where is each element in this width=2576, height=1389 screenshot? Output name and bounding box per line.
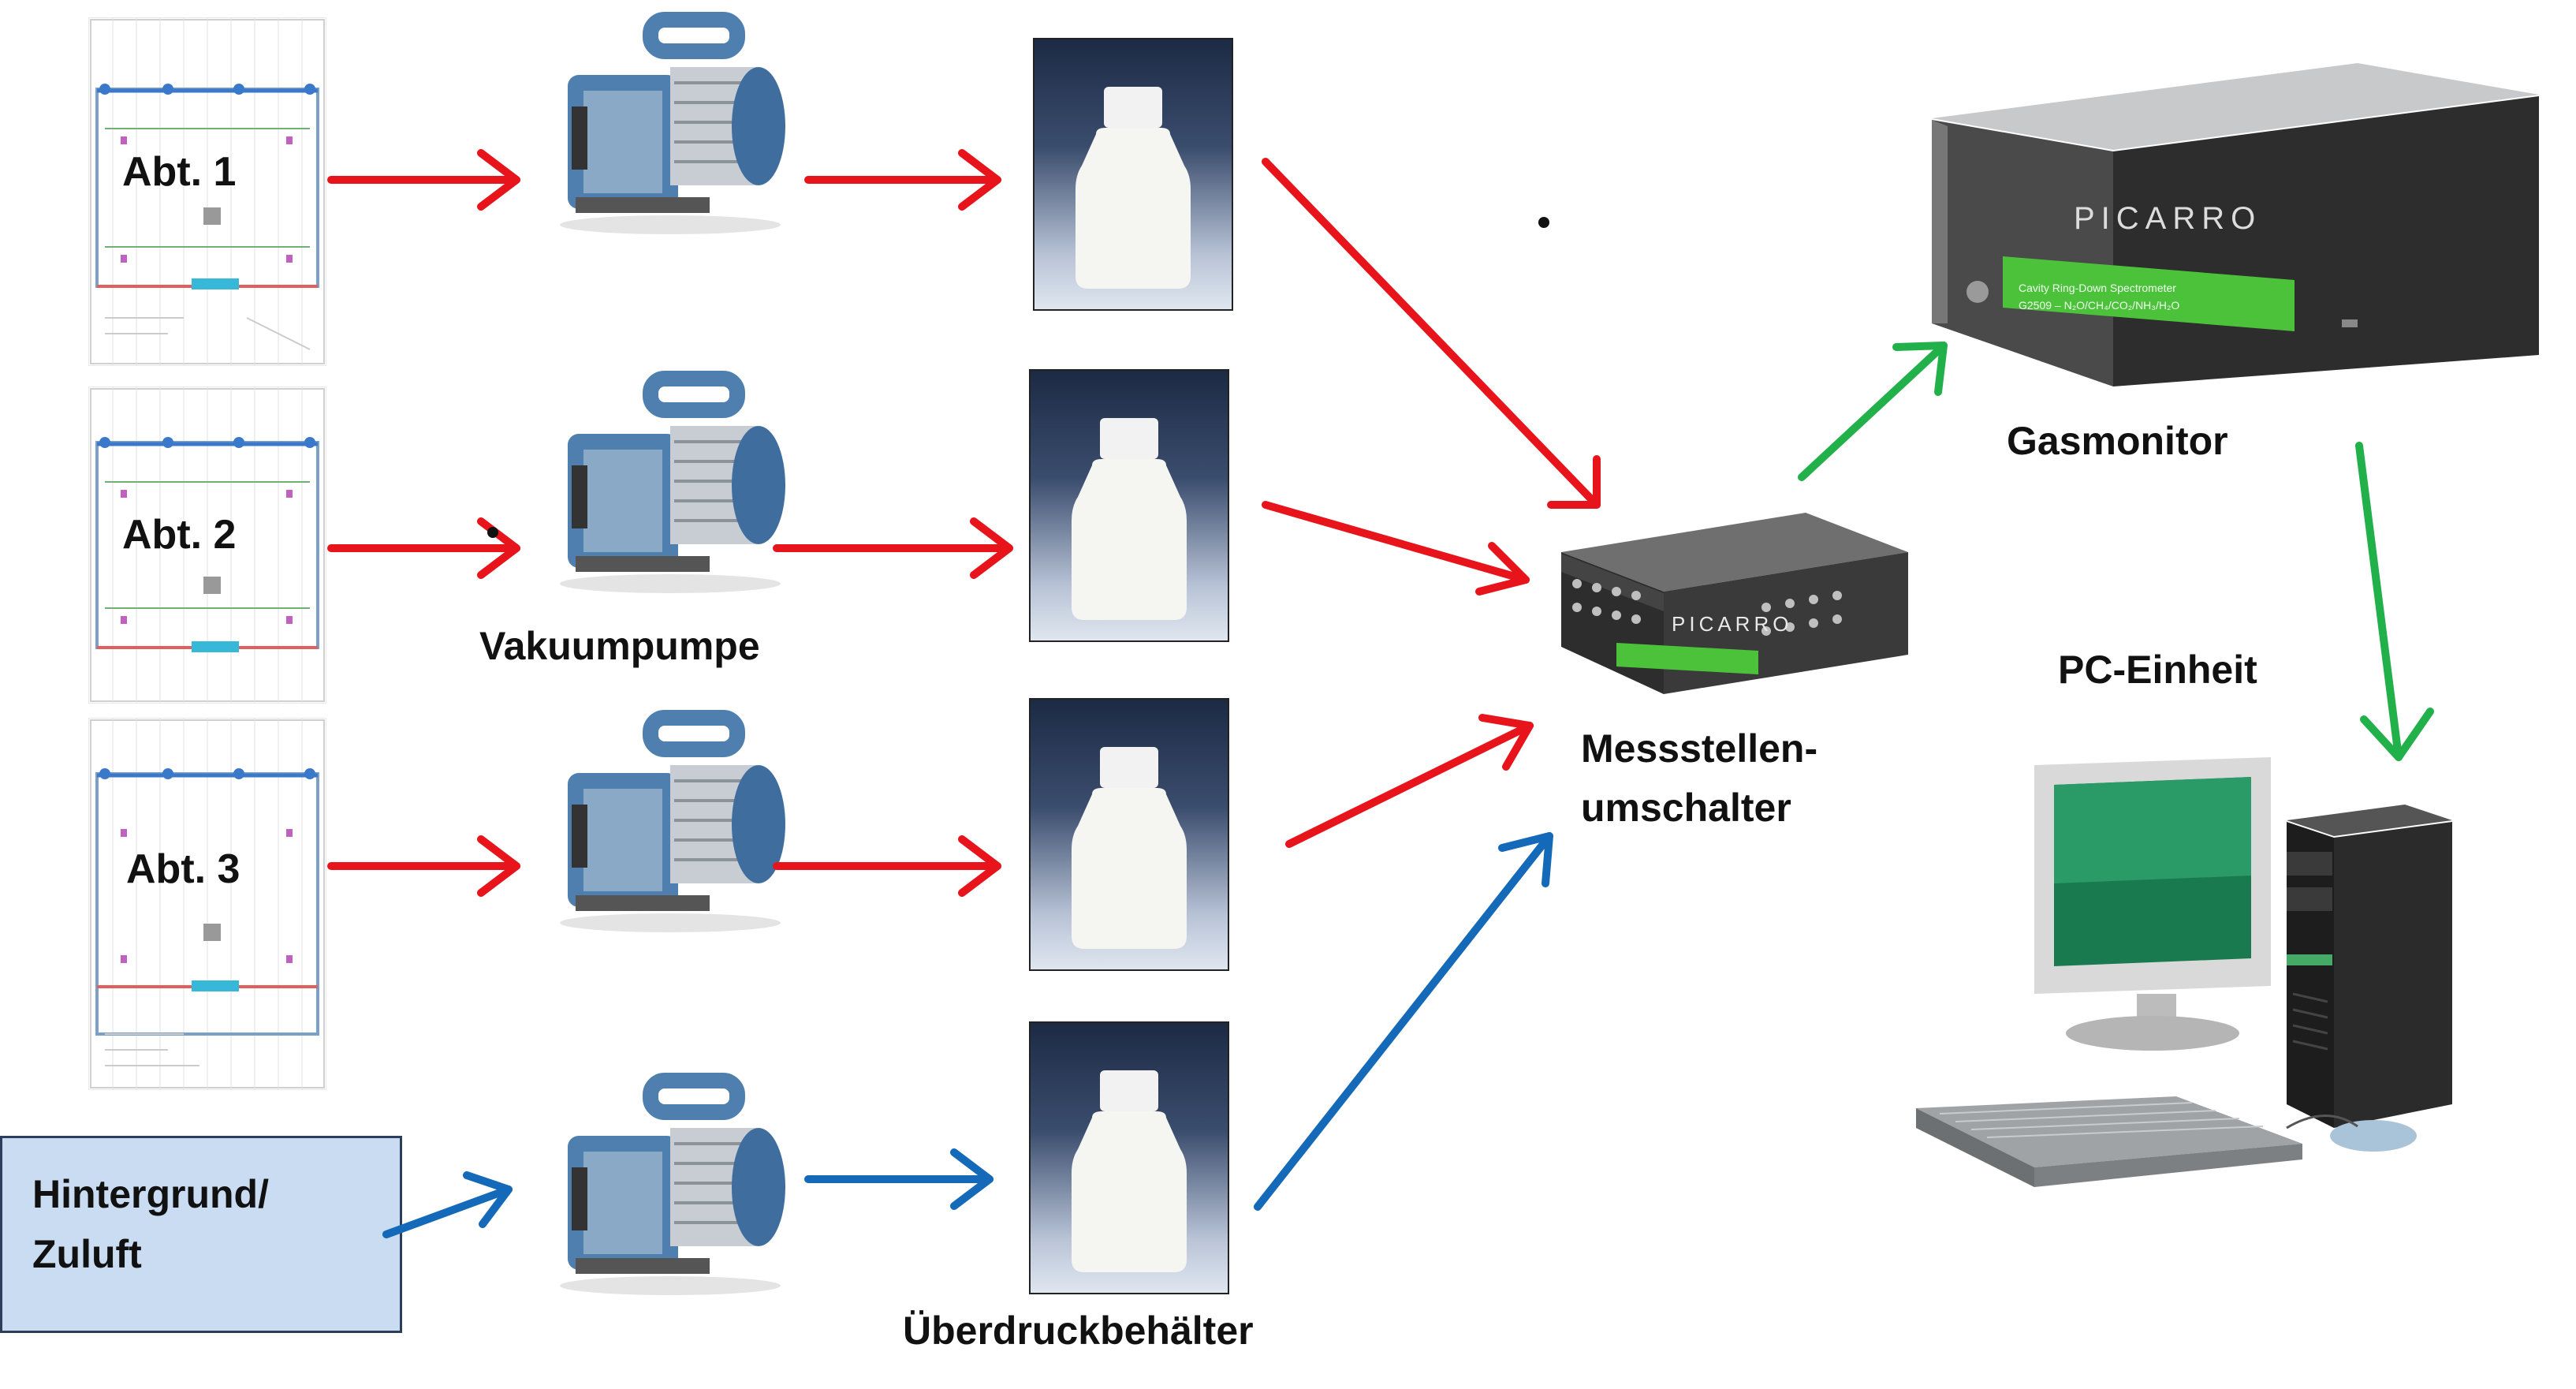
floor-plan-drawing bbox=[90, 387, 325, 703]
floor-plan-drawing bbox=[90, 18, 325, 365]
arrow-bottle4-to-switcher bbox=[1254, 832, 1553, 1211]
arrow-pump1-to-bottle bbox=[804, 149, 1001, 211]
pc-unit-label: PC-Einheit bbox=[2058, 648, 2257, 692]
arrow-bottle1-to-switcher bbox=[1262, 158, 1601, 509]
stray-dot bbox=[487, 527, 498, 538]
gas-monitor-brand-text: PICARRO bbox=[2074, 201, 2261, 236]
manifold-switcher-device: PICARRO bbox=[1561, 513, 1908, 694]
container-bottle-1 bbox=[1033, 38, 1233, 311]
arrow-background-to-pump bbox=[382, 1171, 513, 1238]
stray-dot bbox=[1538, 217, 1549, 228]
arrow-bottle2-to-switcher bbox=[1262, 501, 1530, 596]
container-bottle-3 bbox=[1029, 698, 1229, 971]
vacuum-pump-label: Vakuumpumpe bbox=[479, 624, 760, 668]
vacuum-pump-3 bbox=[560, 710, 785, 932]
arrow-abt2-to-pump bbox=[327, 517, 520, 579]
source-label-abt-2: Abt. 2 bbox=[122, 512, 237, 558]
floor-plan-abt-1 bbox=[88, 17, 326, 366]
bottle-icon bbox=[1072, 747, 1187, 949]
arrow-pump4-to-bottle bbox=[804, 1148, 993, 1210]
floor-plan-drawing bbox=[90, 719, 325, 1089]
vacuum-pump-2 bbox=[560, 371, 785, 593]
container-bottle-4 bbox=[1029, 1021, 1229, 1294]
switcher-label-line2: umschalter bbox=[1581, 786, 1791, 830]
vacuum-pump-4 bbox=[560, 1073, 785, 1295]
vacuum-pump-1 bbox=[560, 12, 785, 234]
bottle-icon bbox=[1072, 418, 1187, 620]
arrow-pump2-to-bottle bbox=[773, 517, 1013, 579]
floor-plan-abt-3 bbox=[88, 718, 326, 1090]
switcher-label-line1: Messstellen- bbox=[1581, 726, 1818, 771]
manifold-brand-text: PICARRO bbox=[1672, 612, 1792, 636]
container-bottle-2 bbox=[1029, 369, 1229, 642]
arrow-bottle3-to-switcher bbox=[1285, 714, 1534, 848]
arrow-pump3-to-bottle bbox=[773, 835, 1001, 897]
gas-monitor-label: Gasmonitor bbox=[2007, 419, 2228, 463]
gas-monitor-device: PICARRO Cavity Ring-Down Spectrometer G2… bbox=[1932, 63, 2539, 386]
background-air-label-line2: Zuluft bbox=[32, 1232, 142, 1276]
floor-plan-abt-2 bbox=[88, 386, 326, 704]
arrow-abt1-to-pump bbox=[327, 149, 520, 211]
arrow-gas-monitor-to-pc bbox=[2355, 442, 2434, 761]
gas-monitor-panel-line1: Cavity Ring-Down Spectrometer bbox=[2019, 282, 2176, 294]
bottle-icon bbox=[1076, 87, 1191, 289]
source-label-abt-1: Abt. 1 bbox=[122, 149, 237, 195]
background-air-label-line1: Hintergrund/ bbox=[32, 1172, 269, 1216]
bottle-icon bbox=[1072, 1070, 1187, 1272]
container-label: Überdruckbehälter bbox=[903, 1309, 1254, 1353]
pc-unit-illustration bbox=[1916, 757, 2452, 1187]
background-air-box: Hintergrund/ Zuluft bbox=[0, 1136, 402, 1333]
gas-monitor-panel-line2: G2509 – N₂O/CH₄/CO₂/NH₃/H₂O bbox=[2019, 299, 2179, 312]
source-label-abt-3: Abt. 3 bbox=[126, 846, 240, 892]
arrow-abt3-to-pump bbox=[327, 835, 520, 897]
